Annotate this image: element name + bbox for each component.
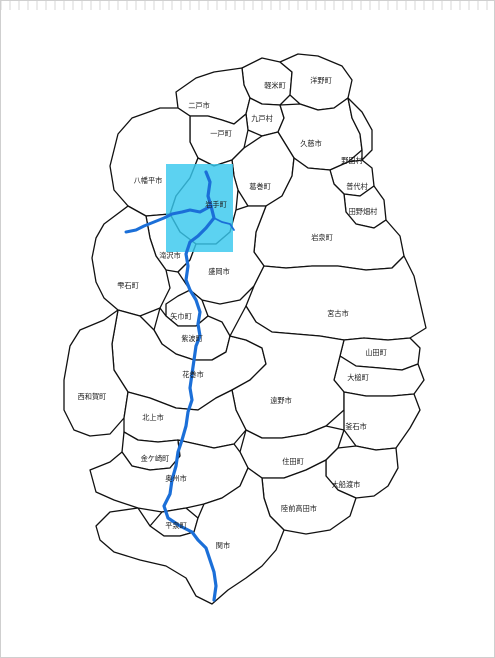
label-otsuchi: 大槌町 — [347, 373, 369, 382]
boundary-oshu[interactable] — [89, 439, 249, 513]
label-ninohe: 二戸市 — [188, 101, 210, 110]
label-iwaizumi: 岩泉町 — [311, 233, 333, 242]
label-kuzumaki: 葛巻町 — [249, 182, 271, 191]
label-takizawa: 滝沢市 — [159, 251, 181, 260]
label-yahaba: 矢巾町 — [170, 312, 192, 321]
label-miyako: 宮古市 — [327, 309, 349, 318]
label-kunohe: 九戸村 — [251, 114, 273, 123]
municipality-boundaries — [63, 53, 427, 605]
label-shiwa: 紫波町 — [181, 334, 203, 343]
label-oshu: 奥州市 — [165, 474, 187, 483]
label-morioka: 盛岡市 — [208, 267, 230, 276]
river-line — [162, 170, 218, 602]
label-nishiwaga: 西和賀町 — [78, 392, 107, 401]
boundary-ofunato[interactable] — [325, 445, 399, 499]
label-ichinohe: 一戸町 — [210, 129, 232, 138]
label-ofunato: 大船渡市 — [332, 480, 361, 489]
boundary-ichinoseki[interactable] — [95, 467, 285, 605]
label-tanohata: 田野畑村 — [349, 207, 378, 216]
label-hiraizumi: 平泉町 — [165, 521, 187, 530]
label-kuji: 久慈市 — [300, 139, 322, 148]
label-hanamaki: 花巻市 — [182, 370, 204, 379]
river-tributary — [124, 204, 213, 234]
label-sumita: 住田町 — [282, 457, 304, 466]
highlight-box — [166, 164, 233, 252]
label-shizukuishi: 雫石町 — [117, 281, 139, 290]
label-kanegasaki: 金ケ崎町 — [141, 454, 170, 463]
label-kamaishi: 釜石市 — [345, 422, 367, 431]
river-branch-east — [213, 217, 235, 231]
label-tono: 遠野市 — [270, 396, 292, 405]
label-karumai: 軽米町 — [264, 81, 286, 90]
label-ichinoseki: 関市 — [216, 541, 230, 550]
label-rikuzentakata: 陸前高田市 — [281, 504, 317, 513]
label-hachimantai: 八幡平市 — [134, 176, 163, 185]
boundary-kamaishi[interactable] — [343, 391, 421, 451]
municipality-labels: 軽米町 洋野町 二戸市 九戸村 一戸町 久慈市 野田村 八幡平市 葛巻町 普代村… — [78, 76, 387, 550]
label-hirono: 洋野町 — [310, 76, 332, 85]
label-iwate: 岩手町 — [205, 200, 227, 209]
label-fudai: 普代村 — [346, 182, 368, 191]
label-yamada: 山田町 — [365, 348, 387, 357]
boundary-shizukuishi[interactable] — [91, 205, 171, 317]
top-edge-strip — [0, 0, 495, 10]
label-kitakami: 北上市 — [142, 413, 164, 422]
label-noda: 野田村 — [341, 156, 363, 165]
